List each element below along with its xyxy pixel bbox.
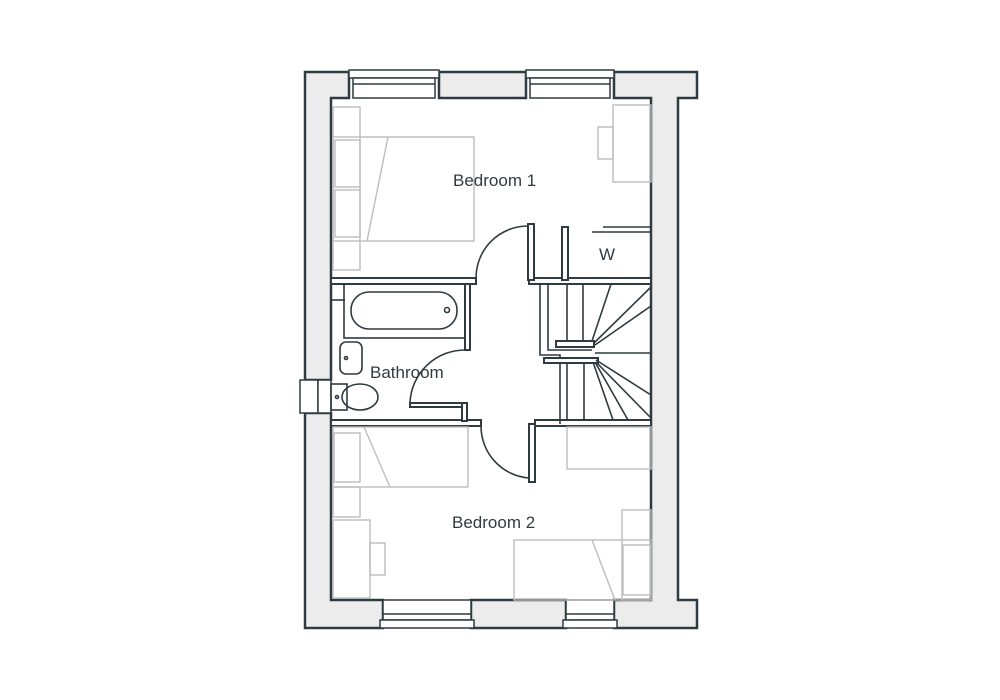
room-label-bathroom: Bathroom — [370, 363, 444, 382]
interior-walls — [330, 223, 652, 483]
bathroom-fixtures — [330, 283, 466, 411]
furniture — [332, 104, 652, 601]
room-label-bedroom-1: Bedroom 1 — [453, 171, 536, 190]
doors — [409, 225, 651, 479]
room-label-wardrobe: W — [599, 245, 615, 264]
windows — [299, 69, 618, 629]
room-label-bedroom-2: Bedroom 2 — [452, 513, 535, 532]
outer-walls — [303, 70, 699, 630]
staircase — [539, 283, 652, 424]
